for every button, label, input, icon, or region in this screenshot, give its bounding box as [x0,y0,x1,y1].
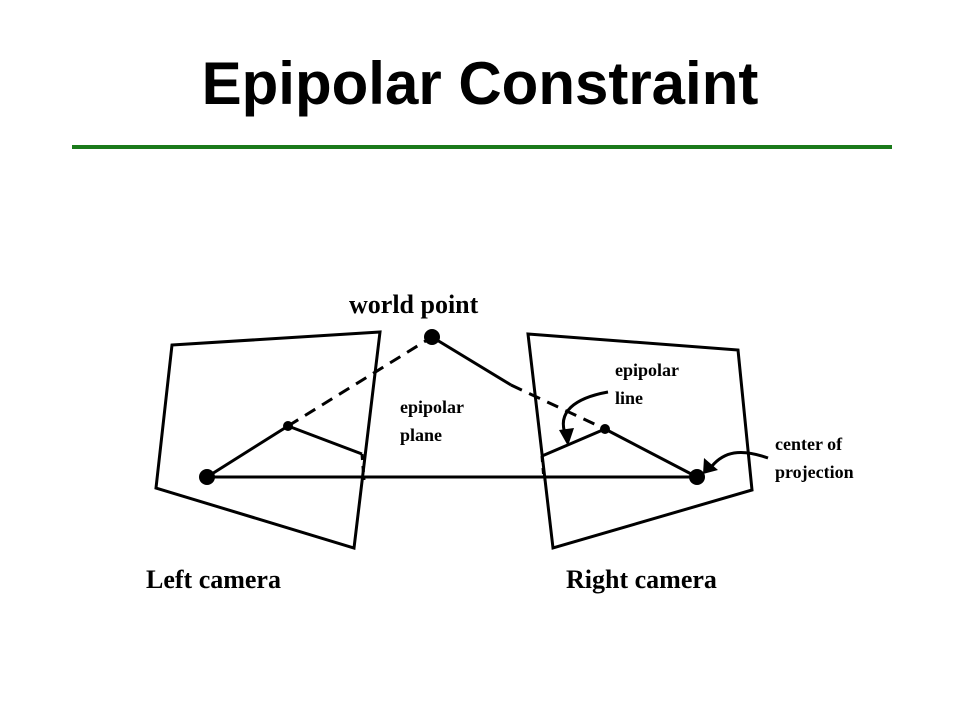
right-ray-solid [604,427,698,479]
world-point-label: world point [349,290,479,319]
center-of-projection-label: center of projection [775,434,854,482]
center-of-projection-arrow [710,451,769,468]
epipolar-line-arrowhead [559,428,574,446]
left-center-dot [199,469,215,485]
page-title: Epipolar Constraint [201,50,759,117]
right-center-dot [689,469,705,485]
right-ray-solid-top [431,335,512,387]
epipolar-line-arrow [561,390,609,437]
title-divider [72,145,892,149]
center-of-projection-arrowhead [703,458,718,474]
right-ray-dashed [510,383,606,431]
world-point-dot [424,329,440,345]
left-epipolar-line [287,424,363,456]
left-image-point [283,421,293,431]
epipolar-line-label: epipolar line [615,360,680,408]
epipolar-plane-label: epipolar plane [400,397,465,445]
left-ray-dashed [287,335,433,428]
right-camera-label: Right camera [566,565,717,594]
right-epipolar-line [541,427,606,458]
left-ray-solid [206,424,289,479]
right-image-point [600,424,610,434]
left-epipolar-line-dashed [360,453,366,481]
left-image-plane [154,330,382,550]
left-camera-label: Left camera [146,565,281,594]
right-epipolar-line-dashed [540,455,546,481]
